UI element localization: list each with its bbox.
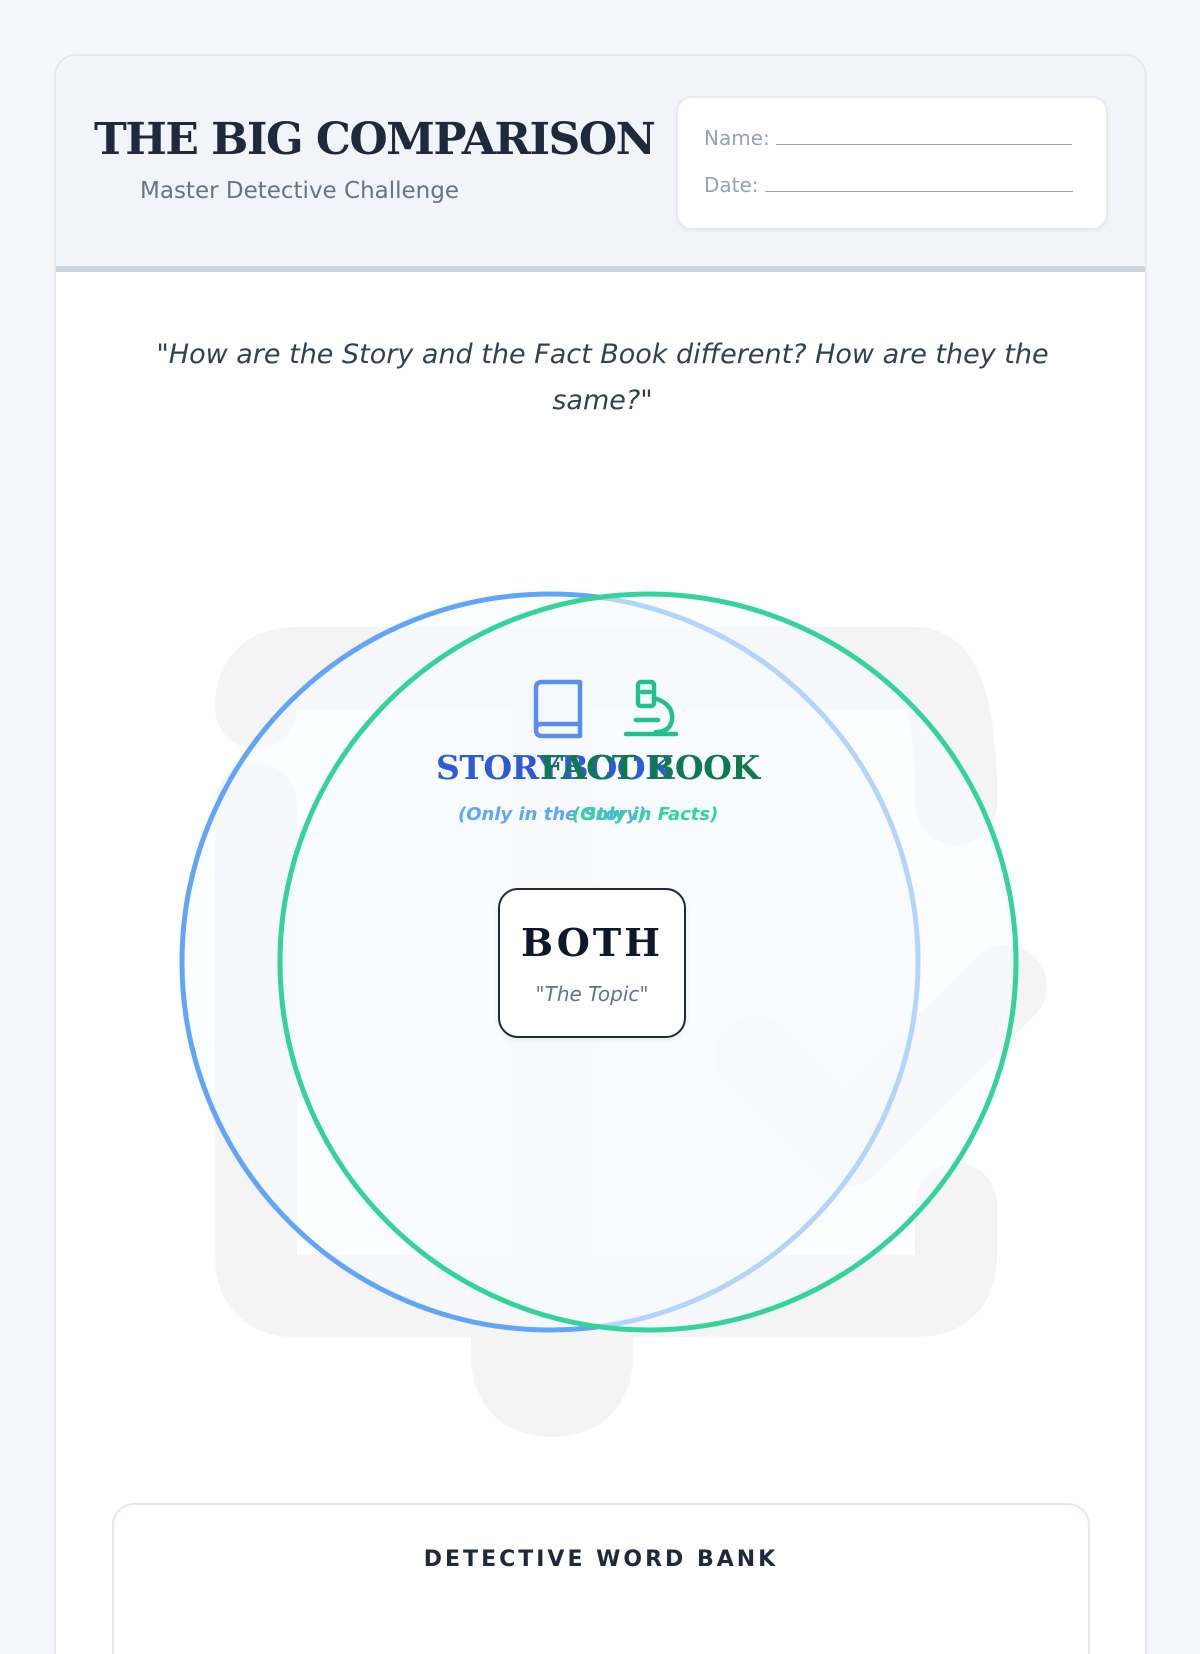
factbook-title: FACT BOOK [540,748,760,787]
name-line[interactable]: Name: [704,126,1072,150]
both-title: BOTH [520,920,664,965]
page-subtitle: Master Detective Challenge [140,178,460,204]
both-subtitle: "The Topic" [535,982,649,1006]
name-label: Name: [704,126,770,150]
word-bank-title: DETECTIVE WORD BANK [423,1547,779,1572]
storybook-subtitle: (Only in the Story) [458,804,647,825]
worksheet-header: THE BIG COMPARISON Master Detective Chal… [56,56,1145,272]
book-icon [533,679,583,739]
name-blank[interactable] [775,143,1072,145]
worksheet-page: THE BIG COMPARISON Master Detective Chal… [54,54,1147,1654]
date-blank[interactable] [764,190,1073,192]
factbook-subtitle: (Only in Facts) [572,804,719,825]
name-date-card: Name: Date: [676,96,1108,230]
date-line[interactable]: Date: [704,173,1073,197]
guiding-question: "How are the Story and the Fact Book dif… [156,339,1049,416]
storybook-title: STORYBOOK [436,748,674,787]
microscope-icon [623,679,679,737]
date-label: Date: [704,173,759,197]
both-box: BOTH "The Topic" [498,888,686,1038]
page-title: THE BIG COMPARISON [94,114,656,165]
word-bank: DETECTIVE WORD BANK [112,1503,1090,1654]
venn-diagram [179,591,1047,1437]
